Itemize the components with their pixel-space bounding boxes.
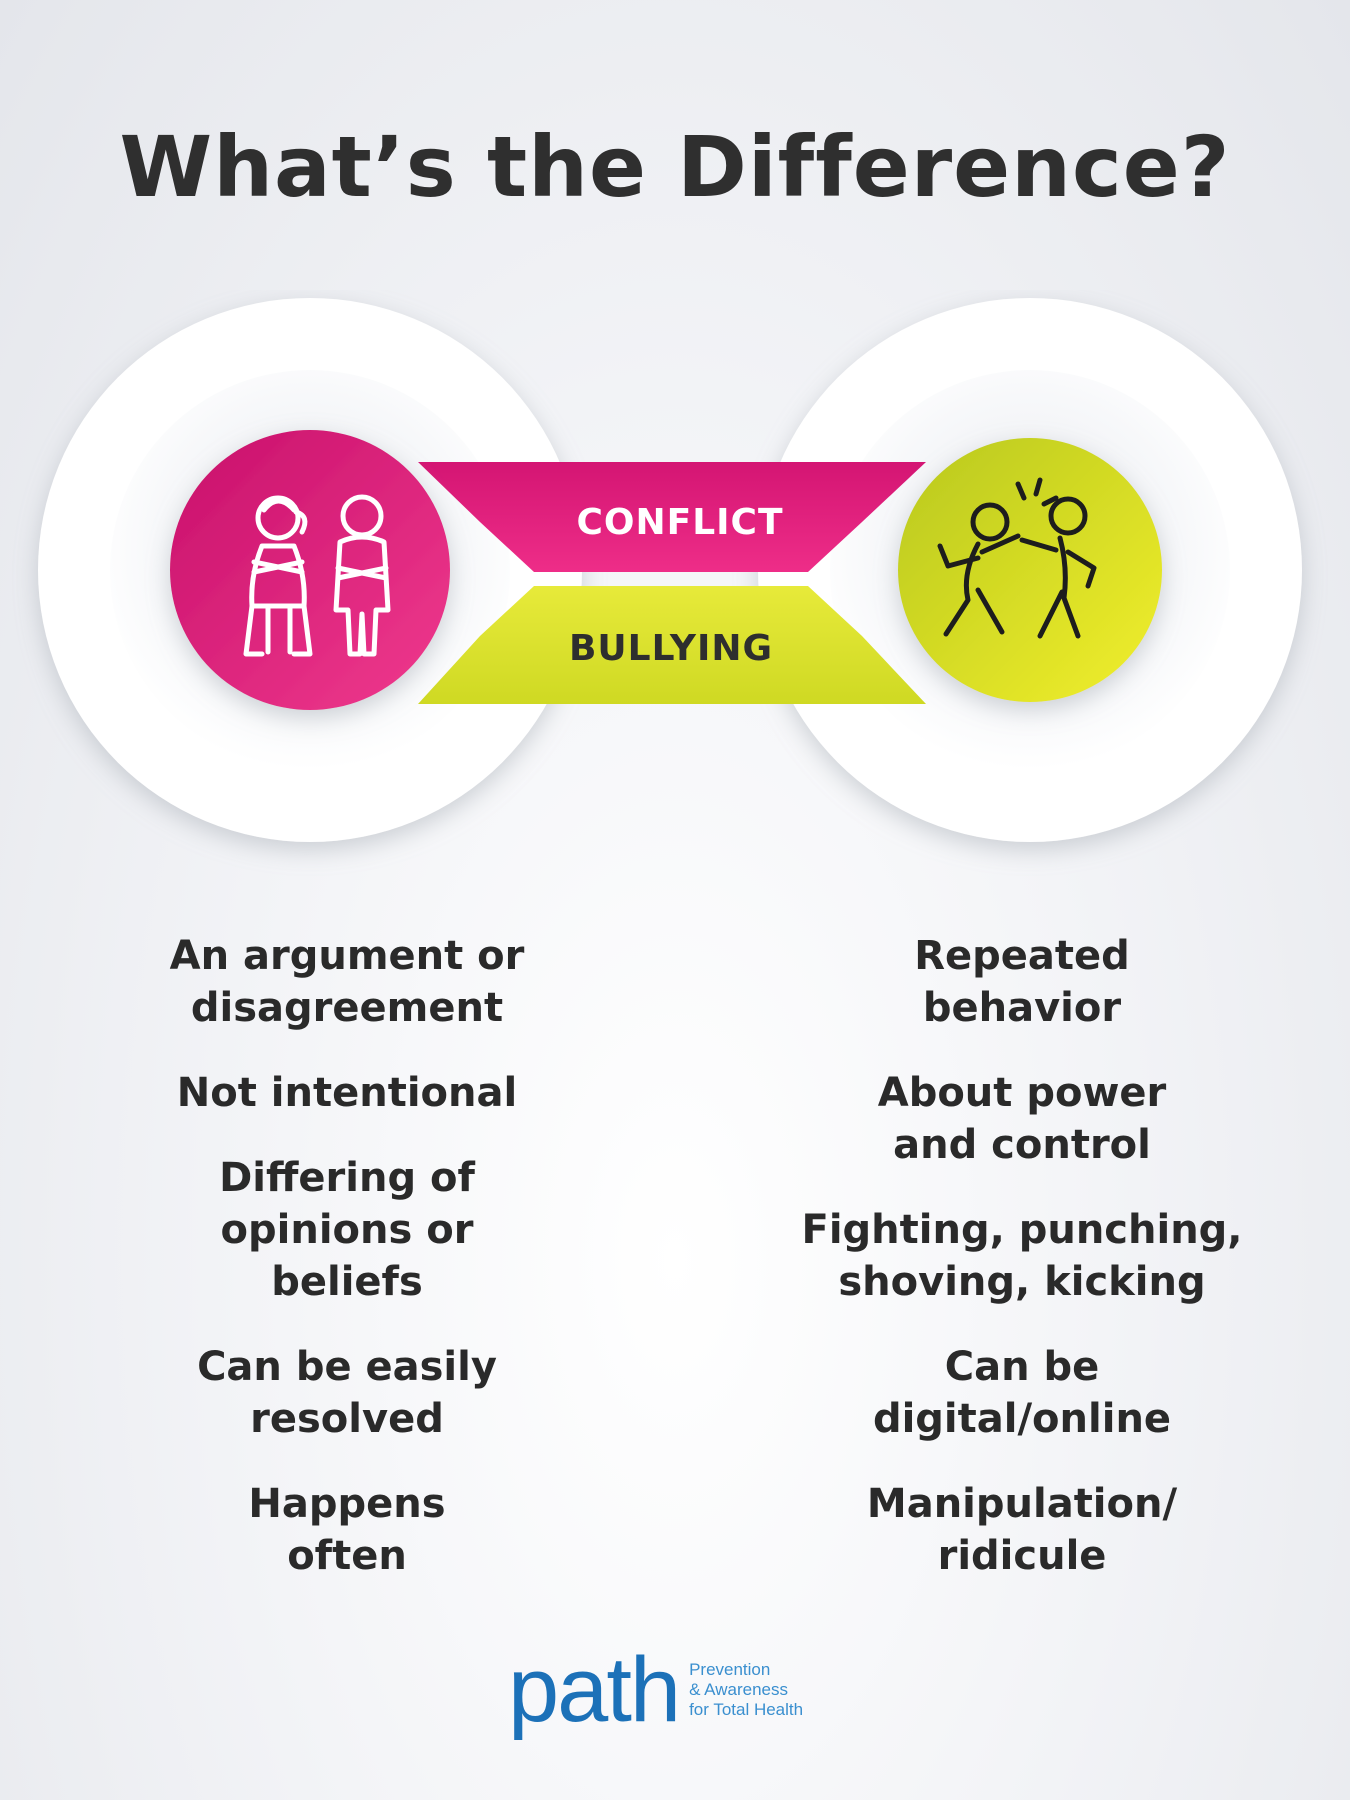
path-logo: path Prevention & Awareness for Total He…: [508, 1640, 803, 1740]
list-item: Repeated behavior: [914, 933, 1130, 1031]
bullying-circle: [898, 438, 1162, 702]
logo-wordmark: path: [508, 1639, 681, 1741]
page-title: What’s the Difference?: [119, 118, 1231, 216]
conflict-list: An argument or disagreement Not intentio…: [67, 930, 627, 1615]
list-item: Can be easily resolved: [197, 1344, 497, 1442]
bullying-list: Repeated behavior About power and contro…: [742, 930, 1302, 1615]
list-item: Can be digital/online: [872, 1344, 1172, 1442]
logo-tagline-line: for Total Health: [689, 1700, 804, 1719]
bullying-label: BULLYING: [569, 628, 773, 669]
logo-tagline-line: Prevention: [689, 1660, 771, 1679]
fighting-people-icon: [937, 477, 1097, 639]
logo-tagline-line: & Awareness: [689, 1680, 788, 1699]
list-item: Manipulation/ ridicule: [866, 1481, 1178, 1579]
arguing-couple-icon: [243, 494, 391, 657]
list-item: Differing of opinions or beliefs: [219, 1155, 475, 1305]
list-item: Happens often: [248, 1481, 446, 1579]
list-item: Not intentional: [176, 1070, 518, 1116]
logo-tagline: Prevention & Awareness for Total Health: [689, 1660, 803, 1720]
conflict-label: CONFLICT: [576, 502, 783, 543]
bullying-ribbon: [418, 586, 926, 704]
conflict-bullying-diagram: CONFLICT BULLYING: [38, 298, 1302, 842]
list-item: About power and control: [877, 1070, 1167, 1168]
list-item: Fighting, punching, shoving, kicking: [801, 1207, 1243, 1305]
conflict-ribbon: [418, 462, 926, 572]
conflict-circle: [170, 430, 450, 710]
list-item: An argument or disagreement: [169, 933, 525, 1031]
